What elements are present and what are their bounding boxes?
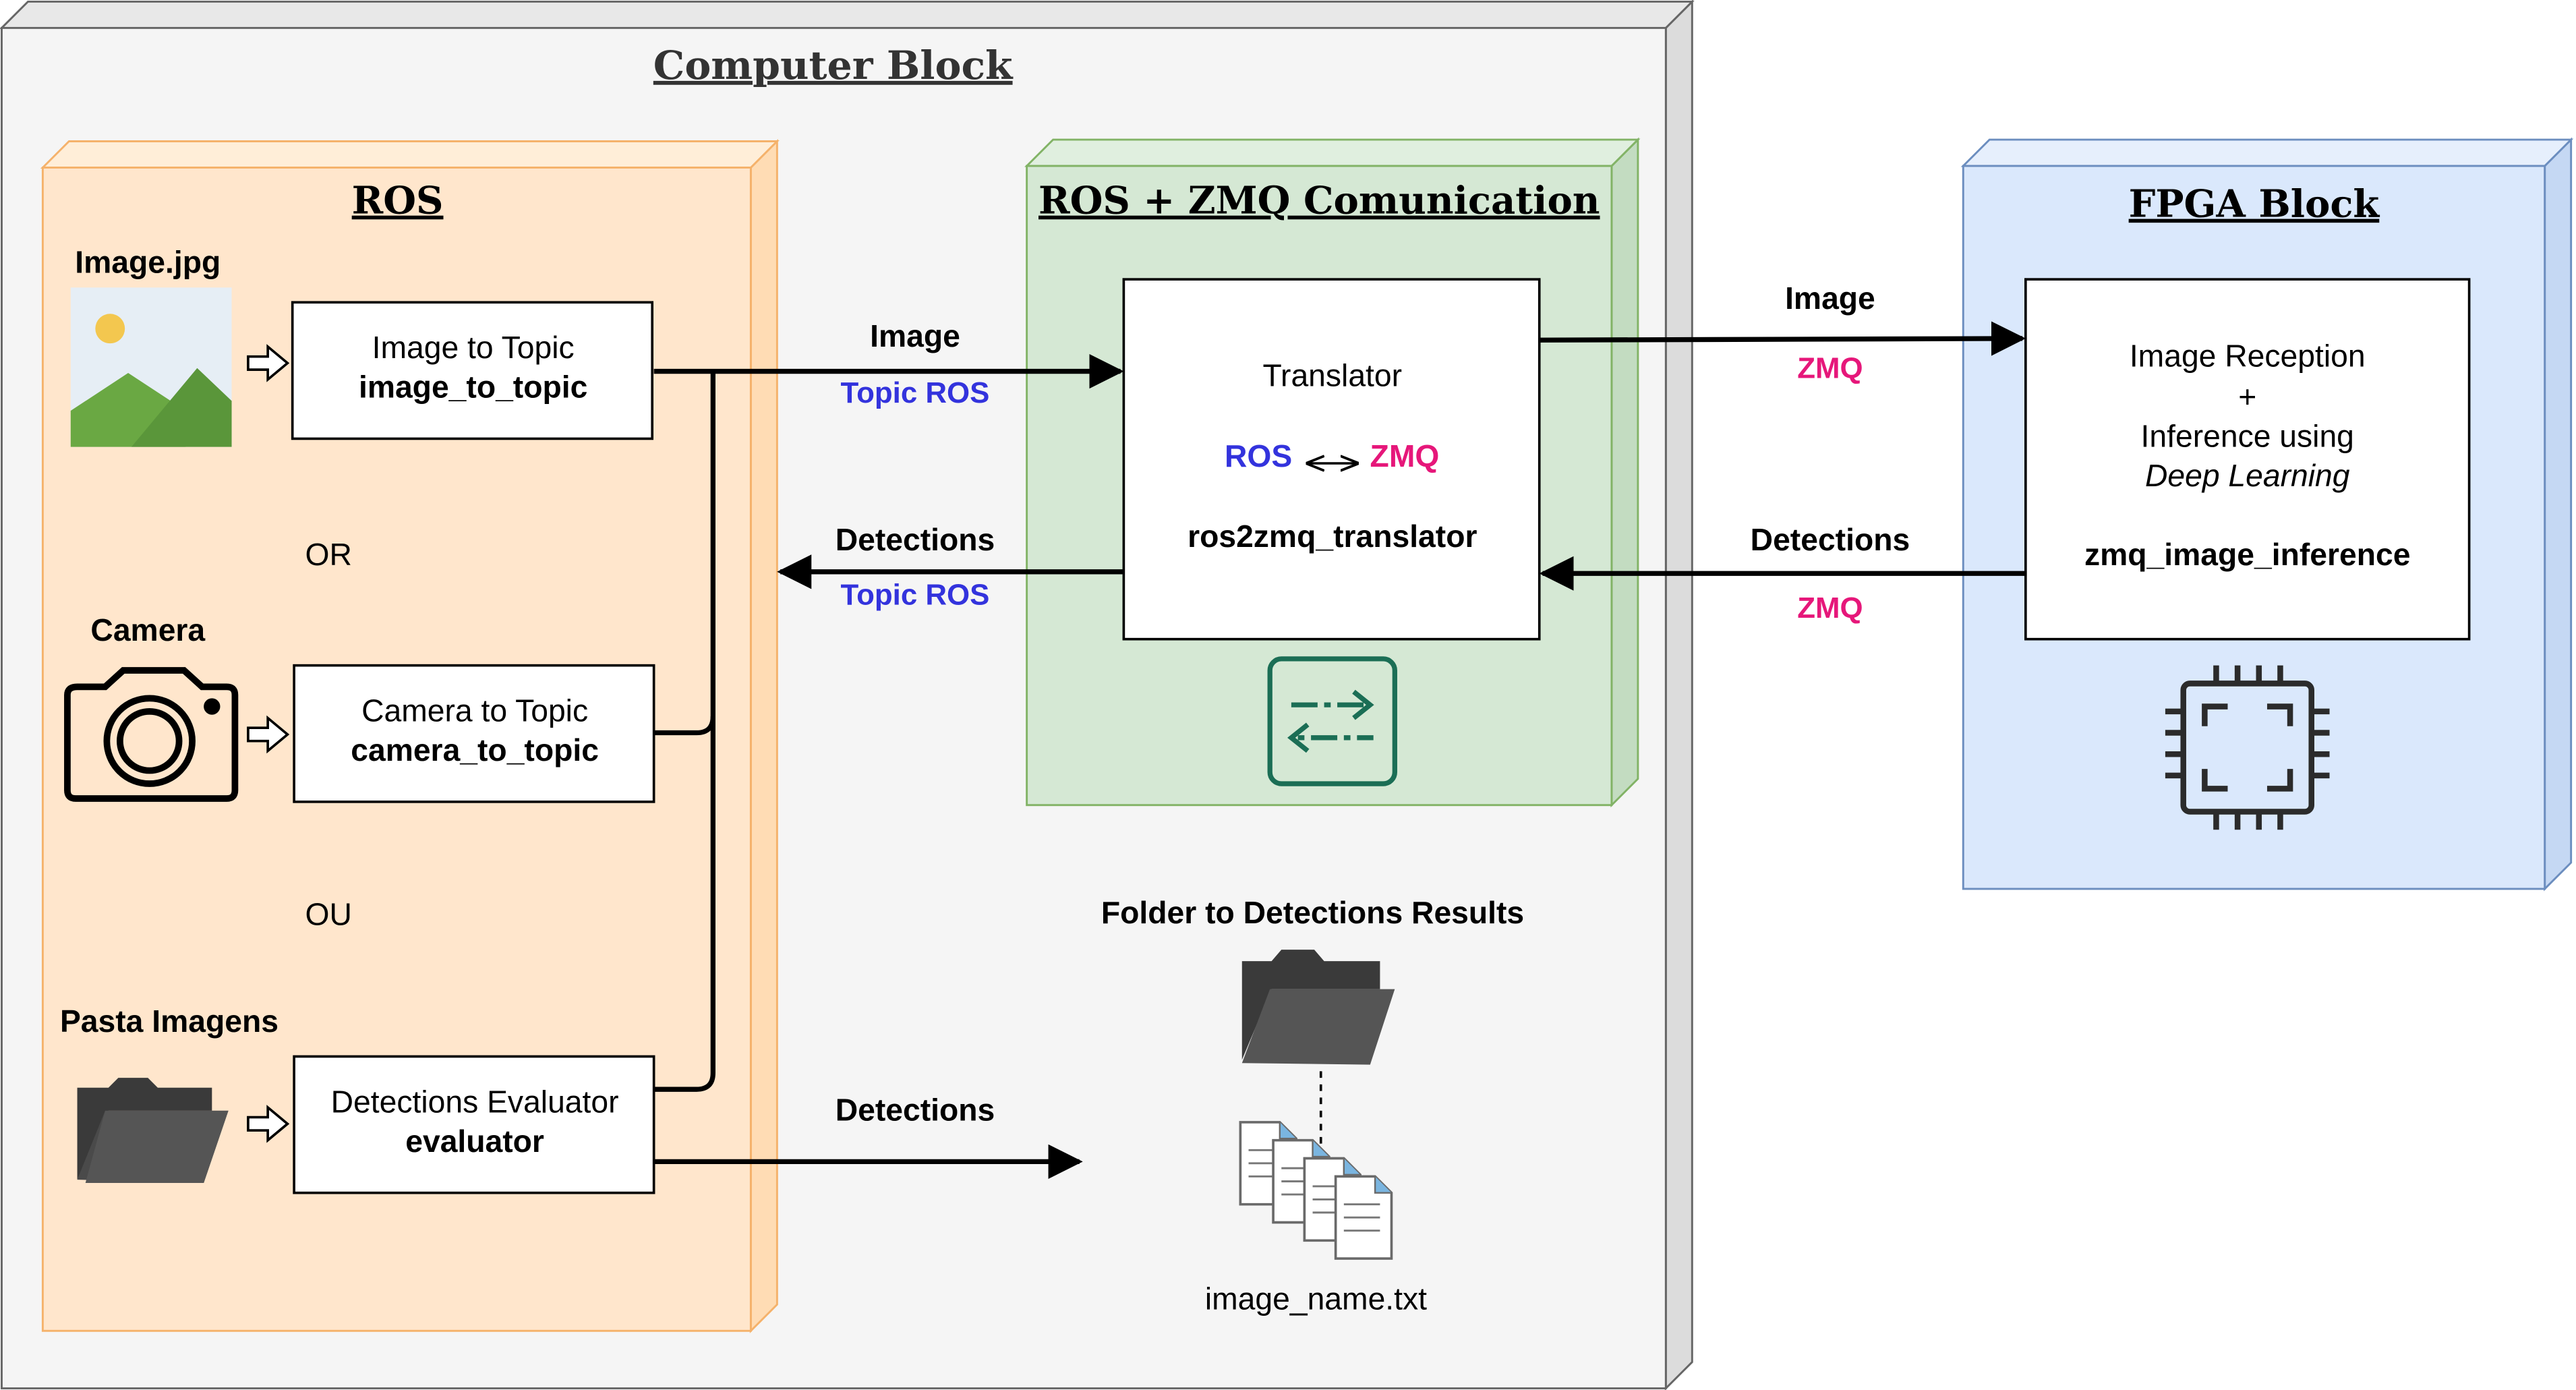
comm-block-title: ROS + ZMQ Comunication	[1038, 179, 1600, 223]
inference-name: zmq_image_inference	[2084, 537, 2410, 572]
edge-label-detections-ros: Detections	[836, 522, 995, 557]
hollow-arrow-icon	[247, 344, 290, 382]
ros-bus-connectors	[653, 371, 715, 1092]
pasta-imagens-label: Pasta Imagens	[60, 1004, 279, 1039]
edge-label-topic-ros-2: Topic ROS	[841, 579, 990, 612]
results-folder-icon	[1241, 950, 1395, 1065]
translator-name: ros2zmq_translator	[1188, 519, 1477, 554]
computer-block-title: Computer Block	[653, 42, 1014, 88]
documents-icon	[1239, 1121, 1393, 1260]
edge-label-image-zmq: Image	[1785, 281, 1875, 316]
edge-label-detections-results: Detections	[836, 1092, 995, 1127]
inference-line2: +	[2238, 379, 2256, 414]
edges	[653, 321, 2026, 1179]
exchange-icon	[1267, 656, 1398, 786]
ou-label: OU	[305, 897, 352, 932]
ros-block-title: ROS	[352, 179, 444, 223]
camera-to-topic-line1: Camera to Topic	[361, 693, 588, 728]
camera-to-topic-line2: camera_to_topic	[351, 732, 599, 768]
evaluator-line1: Detections Evaluator	[331, 1084, 619, 1119]
edge-label-image-ros: Image	[870, 318, 960, 353]
ros-block: ROS Image.jpg Image to Topic image_to_to…	[40, 138, 780, 1333]
results-file-label: image_name.txt	[1205, 1281, 1427, 1316]
results-area: Folder to Detections Results	[1101, 895, 1524, 1316]
hollow-arrow-icon	[247, 715, 290, 754]
image-file-icon	[70, 287, 232, 447]
edge-label-detections-zmq: Detections	[1751, 522, 1910, 557]
edge-label-zmq-2: ZMQ	[1797, 591, 1863, 625]
edge-translator-to-fpga	[1539, 321, 2026, 356]
evaluator-node	[293, 1055, 655, 1194]
edge-label-topic-ros-1: Topic ROS	[841, 376, 990, 409]
or-label: OR	[305, 537, 352, 572]
image-to-topic-node	[291, 301, 654, 440]
translator-node	[1122, 278, 1541, 641]
camera-icon	[64, 667, 239, 802]
inference-line3: Inference using	[2141, 419, 2354, 454]
image-jpg-label: Image.jpg	[75, 244, 221, 279]
fpga-block-title: FPGA Block	[2129, 182, 2380, 227]
inference-line1: Image Reception	[2130, 338, 2366, 373]
chip-icon	[2165, 665, 2330, 830]
translator-ros-label: ROS	[1225, 438, 1292, 473]
camera-label: Camera	[90, 612, 206, 647]
inference-node	[2024, 278, 2471, 641]
hollow-arrow-icon	[247, 1105, 290, 1143]
image-to-topic-line1: Image to Topic	[372, 330, 575, 365]
results-title: Folder to Detections Results	[1101, 895, 1524, 930]
inference-line4: Deep Learning	[2145, 458, 2350, 493]
edge-label-zmq-1: ZMQ	[1797, 351, 1863, 384]
folder-icon	[77, 1078, 229, 1184]
translator-zmq-label: ZMQ	[1370, 438, 1440, 473]
evaluator-line2: evaluator	[405, 1124, 544, 1159]
translator-line1: Translator	[1263, 358, 1403, 393]
comm-block: ROS + ZMQ Comunication Translator ROS ZM…	[1024, 137, 1641, 808]
image-to-topic-line2: image_to_topic	[359, 370, 587, 405]
fpga-block: FPGA Block Image Reception + Inference u…	[1960, 137, 2574, 892]
